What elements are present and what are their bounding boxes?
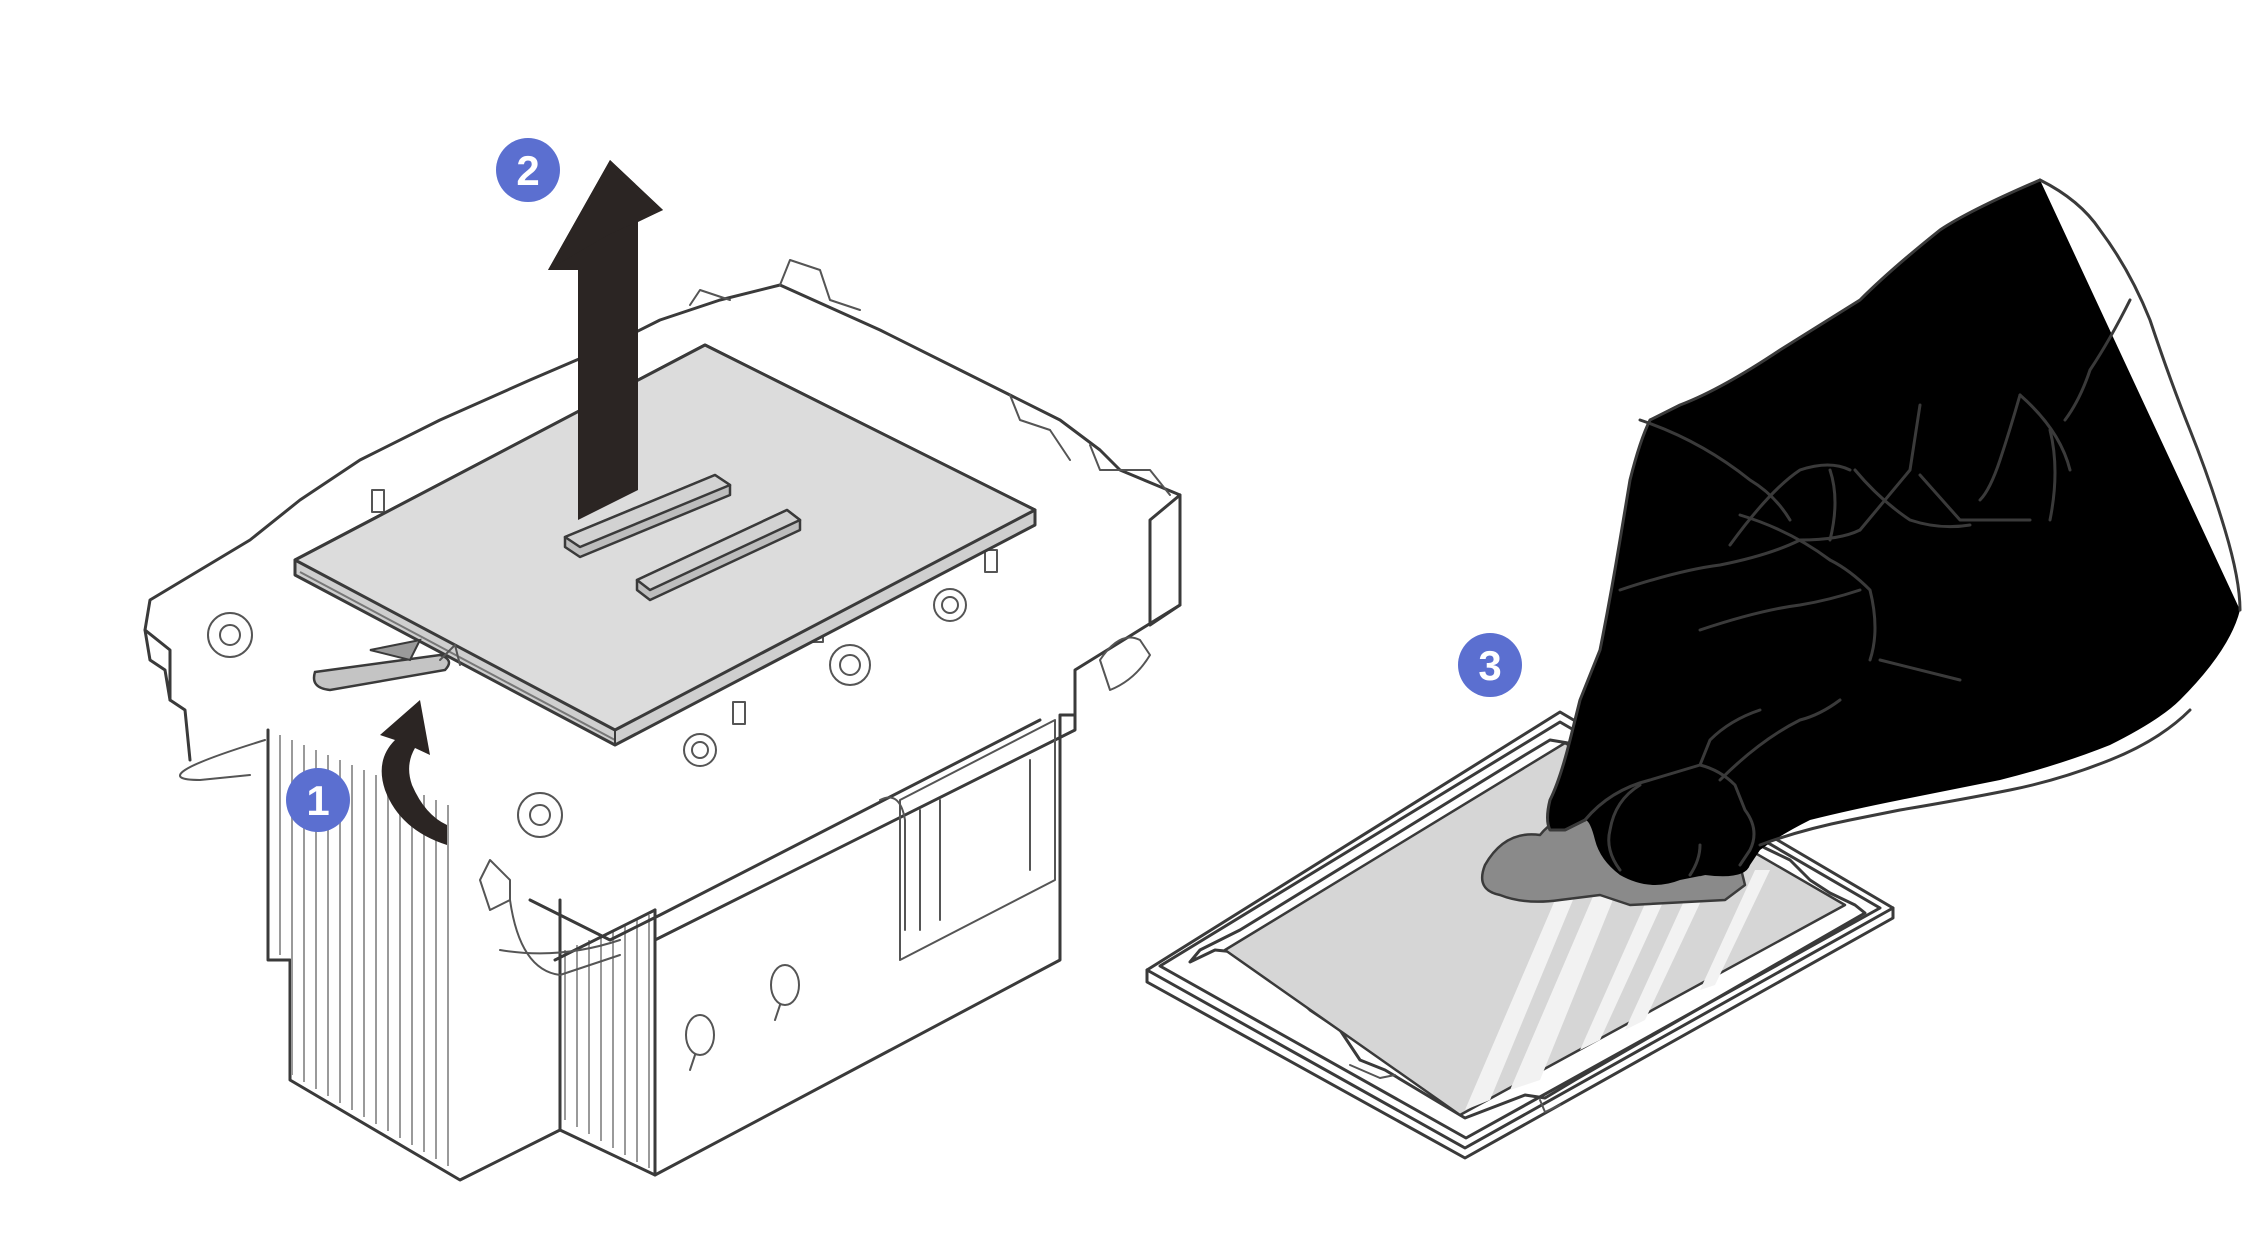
up-arrow-icon	[548, 160, 663, 520]
step-badge-1-label: 1	[306, 777, 329, 824]
step-badge-1: 1	[286, 768, 350, 832]
step-badge-2: 2	[496, 138, 560, 202]
step-badge-2-label: 2	[516, 147, 539, 194]
step-badge-3: 3	[1458, 633, 1522, 697]
processor-carrier	[293, 343, 1037, 747]
hand-icon	[1546, 178, 2242, 885]
processor-cleaning	[1145, 178, 2242, 1160]
curved-arrow-icon	[380, 700, 447, 845]
step-badge-3-label: 3	[1478, 642, 1501, 689]
heat-sink-module	[143, 160, 1182, 1182]
heat-sink-fins-right	[553, 908, 657, 1177]
